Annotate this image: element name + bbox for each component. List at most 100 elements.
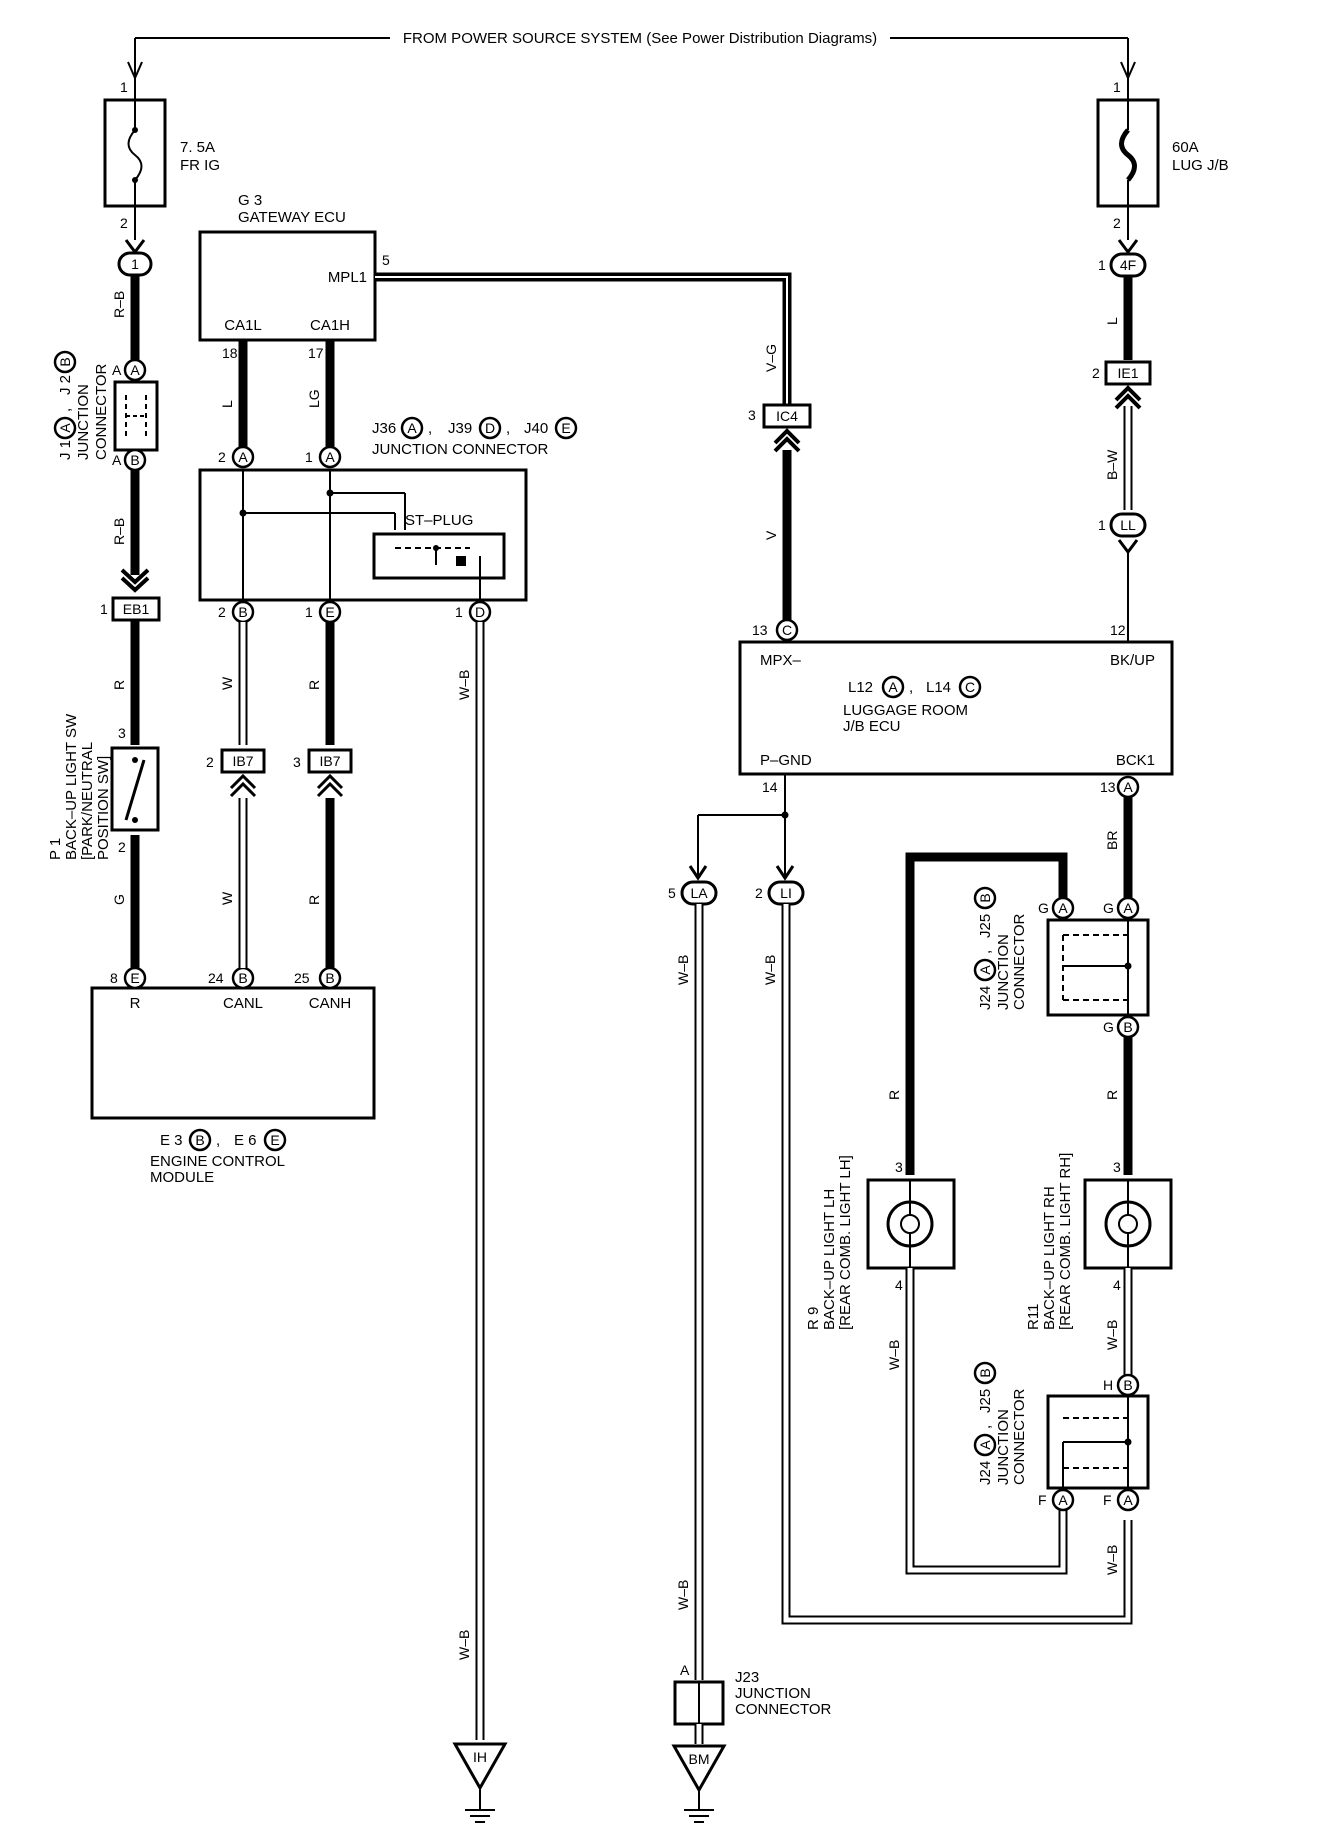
ib7-right-pin: 3 — [293, 754, 301, 770]
gateway-down-wires: L LG — [219, 340, 335, 448]
luggage-bck1-badge: A — [1123, 779, 1133, 795]
junction-ur-name1: JUNCTION — [995, 934, 1012, 1010]
li-label: LI — [780, 885, 792, 901]
gateway-ca1h-label: CA1H — [310, 317, 350, 334]
backup-sw-line3: POSITION SW] — [95, 756, 112, 860]
luggage-bck1-label: BCK1 — [1116, 752, 1155, 769]
ib7-right-label: IB7 — [319, 753, 340, 769]
luggage-badge1: A — [888, 679, 898, 695]
ic4-pin: 3 — [748, 407, 756, 423]
backup-sw-ref: P 1 — [47, 838, 64, 860]
luggage-name1: LUGGAGE ROOM — [843, 702, 968, 719]
st-plug-label: ST–PLUG — [405, 512, 473, 529]
backup-sw-line1: BACK–UP LIGHT SW — [63, 713, 80, 860]
junction-lr-name2: CONNECTOR — [1011, 1388, 1028, 1485]
gateway-ecu: G 3 GATEWAY ECU MPL1 5 CA1L CA1H 18 17 — [198, 192, 390, 361]
light-lh-ref: R 9 — [805, 1307, 822, 1330]
ecm-ref-sep: , — [216, 1132, 220, 1149]
la-pin: 5 — [668, 885, 676, 901]
luggage-bkup-label: BK/UP — [1110, 652, 1155, 669]
wire-label-wb-center: W–B — [456, 670, 472, 700]
wire-label-r-lh: R — [886, 1090, 902, 1100]
junction-lr-ref1: J24 — [977, 1461, 994, 1485]
wire-label-wb-la: W–B — [675, 955, 691, 985]
j23-and-ground-bm: A J23 JUNCTION CONNECTOR BM — [671, 1662, 832, 1823]
junction-ur-pin-g-bottom: G — [1103, 1019, 1114, 1035]
light-rh-label: R11 BACK–UP LIGHT RH [REAR COMB. LIGHT R… — [1025, 1153, 1074, 1330]
light-lh-pin-top: 3 — [895, 1159, 903, 1175]
junction-ur-pin-g-left: G — [1038, 900, 1049, 916]
eb1-label: EB1 — [123, 601, 150, 617]
c4f-label: 4F — [1120, 257, 1136, 273]
ecm-r-label: R — [130, 995, 141, 1012]
wire-label-wb-rh: W–B — [1104, 1320, 1120, 1350]
wire-label-br: BR — [1104, 831, 1120, 850]
wire-label-r-b-top: R–B — [111, 291, 127, 318]
left-junction-pin-b-badge: B — [130, 452, 139, 468]
wire-label-r-rh: R — [1104, 1090, 1120, 1100]
ground-ih-label: IH — [473, 1749, 487, 1765]
luggage-room-ecu: 13 C 12 MPX– BK/UP L12 A , L14 C LUGGAGE… — [738, 618, 1174, 799]
junction-top-name: JUNCTION CONNECTOR — [372, 441, 549, 458]
backup-sw-pin-top: 3 — [118, 725, 126, 741]
gateway-name: GATEWAY ECU — [238, 209, 346, 226]
left-junction-label: J 1 A , J 2 B JUNCTION CONNECTOR — [53, 350, 110, 460]
light-rh-pin-top: 3 — [1113, 1159, 1121, 1175]
wire-label-v-g: V–G — [763, 344, 779, 372]
right-light-circuit: BR G A G A G B J24 A , J25 B JUNCTION CO… — [805, 797, 1173, 1575]
junction-ur-badge-left: A — [1058, 900, 1068, 916]
ll-label: LL — [1120, 517, 1136, 533]
junction-ur-badge-bottom: B — [1123, 1019, 1132, 1035]
luggage-bkup-pin: 12 — [1110, 622, 1126, 638]
wire-label-wb-center-low: W–B — [456, 1630, 472, 1660]
junction-top-pin-2-top: 2 — [218, 449, 226, 465]
backup-sw-label: P 1 BACK–UP LIGHT SW [PARK/NEUTRAL POSIT… — [47, 713, 112, 860]
left-junction-sep: , — [57, 408, 74, 412]
ecm-name1: ENGINE CONTROL — [150, 1153, 285, 1170]
backup-sw-line2: [PARK/NEUTRAL — [79, 742, 96, 860]
left-junction-ref2: J 2 — [57, 375, 74, 395]
light-lh-line1: BACK–UP LIGHT LH — [821, 1189, 838, 1330]
ll-pin: 1 — [1098, 517, 1106, 533]
j23-name2: CONNECTOR — [735, 1701, 832, 1718]
junction-top: J36 A , J39 D , J40 E JUNCTION CONNECTOR… — [198, 416, 578, 624]
light-lh-label: R 9 BACK–UP LIGHT LH [REAR COMB. LIGHT L… — [805, 1155, 854, 1330]
fuse-left-pin-top: 1 — [120, 79, 128, 95]
wire-label-v: V — [763, 530, 779, 540]
light-rh-line2: [REAR COMB. LIGHT RH] — [1057, 1153, 1074, 1330]
wire-label-b-w: B–W — [1104, 449, 1120, 480]
junction-lr-badge-f-left: A — [1058, 1492, 1068, 1508]
luggage-mpx-label: MPX– — [760, 652, 802, 669]
ecm-name2: MODULE — [150, 1169, 214, 1186]
luggage-pgnd-pin: 14 — [762, 779, 778, 795]
ground-ih: W–B W–B IH — [452, 622, 508, 1823]
backup-sw-pin-bottom: 2 — [118, 839, 126, 855]
junction-lr-pin-f-left: F — [1038, 1492, 1047, 1508]
junction-top-pin-2-bottom: 2 — [218, 604, 226, 620]
gateway-ref: G 3 — [238, 192, 262, 209]
ecm-canl-pin: 24 — [208, 970, 224, 986]
light-rh-line1: BACK–UP LIGHT RH — [1041, 1186, 1058, 1330]
junction-top-ref-j36: J36 — [372, 420, 396, 437]
junction-top-badge-e: E — [561, 420, 570, 436]
junction-lr-badge-f-right: A — [1123, 1492, 1133, 1508]
wire-label-wb-lh: W–B — [886, 1340, 902, 1370]
junction-top-badge-bottom-e: E — [325, 604, 334, 620]
junction-lr-badge-h: B — [1123, 1377, 1132, 1393]
junction-ur-badge-right: A — [1123, 900, 1133, 916]
light-rh-ref: R11 — [1025, 1304, 1042, 1330]
wire-label-wb-rh-low: W–B — [1104, 1545, 1120, 1575]
c4f-pin: 1 — [1098, 257, 1106, 273]
light-lh-pin-bottom: 4 — [895, 1277, 903, 1293]
luggage-ref2: L14 — [926, 679, 951, 696]
ib7-left-pin: 2 — [206, 754, 214, 770]
wire-label-r-low: R — [306, 895, 322, 905]
fuse-left: 1 2 7. 5A FR IG — [103, 78, 220, 240]
fuse-right-pin-bottom: 2 — [1113, 215, 1121, 231]
junction-lr-badge2: B — [977, 1368, 993, 1377]
luggage-bck1-pin: 13 — [1100, 779, 1116, 795]
j23-name1: JUNCTION — [735, 1685, 811, 1702]
power-source-header: FROM POWER SOURCE SYSTEM (See Power Dist… — [127, 30, 1136, 81]
gateway-mpl1-pin: 5 — [382, 252, 390, 268]
ecm-badge1: B — [195, 1132, 204, 1148]
